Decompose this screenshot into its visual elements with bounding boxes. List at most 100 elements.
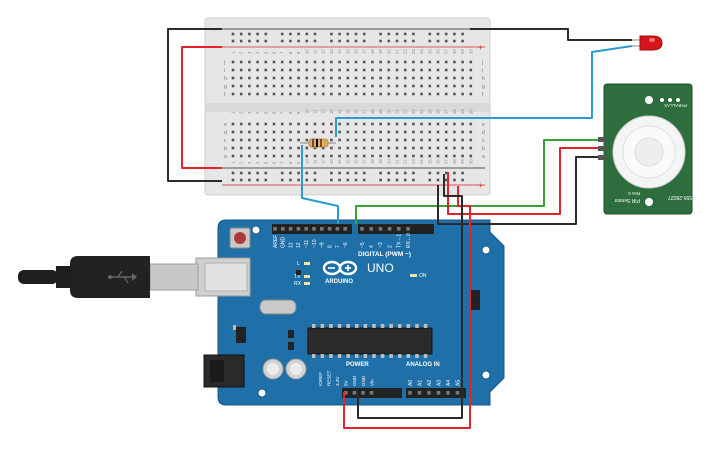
rail-hole: [444, 178, 448, 182]
terminal-hole: [444, 122, 448, 126]
terminal-hole: [321, 154, 325, 158]
terminal-hole: [305, 68, 309, 72]
terminal-hole: [248, 60, 251, 64]
column-number: 3: [247, 161, 252, 164]
analog-pin-hole: [455, 391, 460, 395]
column-number: 11: [313, 49, 318, 54]
power-pin-hole: [344, 391, 348, 395]
row-letter: d: [224, 130, 227, 136]
chip-pin: [372, 324, 376, 328]
terminal-hole: [338, 68, 341, 72]
analog-pin-hole: [446, 391, 450, 395]
terminal-hole: [387, 84, 391, 88]
mount-hole: [257, 388, 267, 398]
led-highlight: [649, 38, 655, 42]
terminal-hole: [346, 92, 350, 96]
terminal-hole: [428, 68, 432, 72]
terminal-hole: [469, 84, 473, 88]
column-number: 7: [280, 51, 285, 54]
terminal-hole: [346, 68, 350, 72]
rail-hole: [403, 39, 407, 43]
column-number: 22: [403, 159, 408, 164]
digital-pin-hole: [406, 227, 410, 231]
digital-pin-hole: [387, 227, 392, 231]
terminal-hole: [371, 122, 374, 126]
arduino-logo-icon: [322, 260, 358, 276]
terminal-hole: [444, 138, 448, 142]
terminal-hole: [387, 154, 391, 158]
terminal-hole: [461, 154, 464, 158]
rail-hole: [313, 32, 317, 36]
row-letter: g: [482, 84, 485, 90]
column-number: 7: [280, 161, 285, 164]
rail-hole: [239, 171, 243, 175]
terminal-hole: [330, 146, 333, 150]
terminal-hole: [412, 76, 415, 80]
digital-pin-hole: [296, 227, 301, 231]
rail-hole: [436, 32, 440, 36]
terminal-hole: [436, 84, 440, 88]
column-number: 5: [263, 51, 268, 54]
terminal-hole: [305, 60, 309, 64]
terminal-hole: [289, 76, 292, 80]
column-number: 6: [272, 51, 277, 54]
digital-pin-hole: [397, 227, 401, 231]
terminal-hole: [289, 68, 292, 72]
column-number: 27: [444, 49, 449, 54]
column-number: 14: [337, 49, 342, 54]
column-number: 13: [329, 109, 334, 114]
terminal-hole: [461, 122, 464, 126]
terminal-hole: [330, 60, 333, 64]
column-number: 19: [378, 159, 383, 164]
wire-blue-led: [335, 45, 633, 137]
rail-hole: [395, 171, 399, 175]
terminal-hole: [436, 92, 440, 96]
terminal-hole: [362, 138, 366, 142]
column-number: 15: [345, 49, 350, 54]
terminal-hole: [362, 76, 366, 80]
terminal-hole: [379, 122, 382, 126]
power-pin-label: 5V: [344, 379, 349, 386]
terminal-hole: [420, 154, 423, 158]
rail-hole: [354, 32, 358, 36]
analog-pin-label: A2: [427, 380, 433, 386]
column-number: 1: [231, 161, 236, 164]
pir-pin-gnd: [598, 155, 606, 160]
terminal-hole: [264, 68, 268, 72]
terminal-hole: [289, 138, 292, 142]
terminal-hole: [239, 68, 243, 72]
terminal-hole: [428, 130, 432, 134]
terminal-hole: [256, 60, 259, 64]
digital-pin-hole: [343, 227, 347, 231]
digital-label: DIGITAL (PWM ~): [358, 251, 411, 258]
mount-hole: [481, 245, 491, 255]
terminal-hole: [379, 130, 382, 134]
column-number: 9: [296, 51, 301, 54]
terminal-hole: [428, 84, 432, 88]
terminal-hole: [395, 138, 399, 142]
terminal-hole: [436, 138, 440, 142]
terminal-hole: [428, 92, 432, 96]
row-letter: a: [224, 154, 227, 160]
terminal-hole: [395, 92, 399, 96]
resistor-band: [316, 139, 318, 147]
terminal-hole: [338, 154, 341, 158]
terminal-hole: [248, 92, 251, 96]
column-number: 7: [280, 111, 285, 114]
terminal-hole: [256, 68, 259, 72]
terminal-hole: [444, 76, 448, 80]
column-number: 20: [386, 159, 391, 164]
terminal-hole: [313, 92, 317, 96]
terminal-hole: [248, 138, 251, 142]
terminal-hole: [346, 154, 350, 158]
terminal-hole: [264, 84, 268, 88]
analog-pin-label: A0: [408, 380, 414, 386]
usb-cable-end: [18, 270, 58, 284]
rail-hole: [461, 178, 464, 182]
led-l-label: L: [297, 261, 300, 267]
column-number: 12: [321, 159, 326, 164]
crystal: [259, 299, 297, 315]
terminal-hole: [231, 84, 235, 88]
terminal-hole: [264, 76, 268, 80]
